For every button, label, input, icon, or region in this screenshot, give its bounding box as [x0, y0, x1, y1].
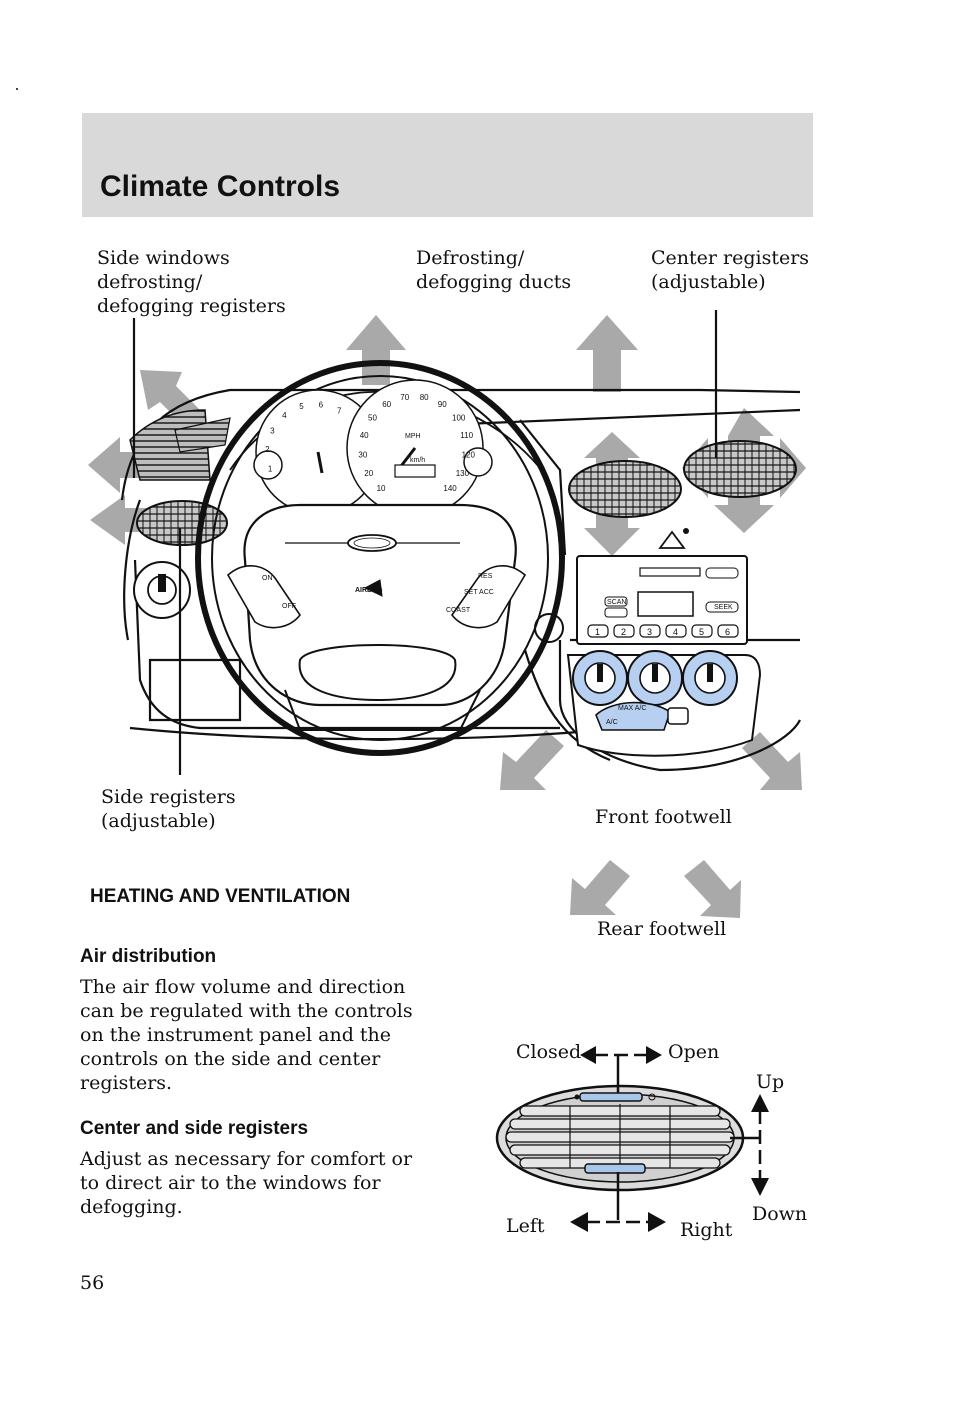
radio-preset-button — [613, 624, 635, 638]
page-number: 56 — [80, 1272, 105, 1294]
cruise-res-label: RES — [478, 573, 493, 580]
hazard-button — [658, 530, 686, 549]
header-band — [82, 113, 813, 217]
speedometer-tick-label: 140 — [443, 484, 457, 493]
register-control-lines — [616, 1056, 760, 1220]
label-right: Right — [680, 1219, 733, 1241]
tachometer-tick-label: 6 — [319, 400, 324, 409]
speedometer-tick-label: 40 — [360, 431, 369, 440]
front-footwell-arrow-left — [500, 730, 564, 790]
registers-heading: Center and side registers — [80, 1118, 309, 1139]
callout-center-registers: Center registers (adjustable) — [651, 247, 815, 293]
callout-defrosting-ducts: Defrosting/ defogging ducts — [416, 247, 571, 293]
tachometer-tick-label: 5 — [299, 402, 304, 411]
max-ac-label: MAX A/C — [618, 705, 646, 712]
radio-preset-label: 6 — [725, 627, 730, 637]
radio-preset-label: 5 — [699, 627, 704, 637]
cruise-coast-label: COAST — [446, 607, 471, 614]
register-body — [495, 1084, 745, 1192]
speedometer-tick-label: 120 — [462, 450, 476, 459]
tachometer-tick-label: 1 — [268, 464, 273, 473]
callout-front-footwell: Front footwell — [595, 806, 732, 828]
radio-preset-button — [587, 624, 609, 638]
radio-preset-label: 2 — [621, 627, 626, 637]
register-damper-wheel — [579, 1092, 643, 1102]
leader-lines — [132, 310, 718, 775]
speedometer-tick-label: 50 — [368, 413, 377, 422]
rear-footwell-arrow-left — [570, 860, 630, 915]
ac-label: A/C — [606, 719, 618, 726]
tachometer-tick-label: 4 — [282, 411, 287, 420]
label-up: Up — [756, 1071, 784, 1093]
callout-rear-footwell: Rear footwell — [597, 918, 726, 940]
air-distribution-heading: Air distribution — [80, 946, 217, 967]
airbag-label: AIRBAG — [355, 587, 383, 594]
page-title: Climate Controls — [100, 170, 341, 203]
up-down-arrow — [751, 1094, 769, 1196]
front-footwell-arrow-right — [742, 732, 802, 790]
radio-preset-label: 1 — [595, 627, 600, 637]
radio-unit: 1 2 3 4 5 6 — [576, 555, 748, 645]
cruise-set-acc-label: SET ACC — [464, 589, 494, 596]
speedometer-tick-label: 130 — [456, 469, 470, 478]
radio-seek-label: SEEK — [714, 604, 733, 611]
climate-control-panel — [566, 650, 762, 757]
kmh-label: km/h — [410, 457, 425, 464]
cruise-off-label: OFF — [282, 603, 296, 610]
section-heading: HEATING AND VENTILATION — [90, 886, 351, 907]
label-open: Open — [668, 1041, 719, 1063]
cruise-on-label: ON — [262, 575, 273, 582]
center-register-right — [683, 440, 797, 498]
radio-preset-button — [665, 624, 687, 638]
speedometer-tick-label: 60 — [382, 400, 391, 409]
defrost-arrow-left — [346, 315, 406, 385]
max-ac-button — [595, 701, 671, 731]
tachometer-tick-label: 2 — [265, 445, 270, 454]
open-close-arrow — [580, 1046, 662, 1064]
speedometer-tick-label: 110 — [460, 431, 473, 440]
side-register-arrow-left — [90, 495, 150, 545]
speedometer-tick-label: 10 — [377, 484, 386, 493]
label-left: Left — [506, 1215, 545, 1237]
radio-preset-button — [717, 624, 739, 638]
registers-body: Adjust as necessary for comfort or to di… — [80, 1148, 413, 1218]
center-register-left — [568, 460, 682, 518]
radio-preset-label: 4 — [673, 627, 678, 637]
label-down: Down — [752, 1203, 807, 1225]
mph-label: MPH — [405, 433, 421, 440]
rear-defrost-button — [667, 707, 689, 725]
speedometer-tick-label: 30 — [358, 450, 367, 459]
steering-wheel — [195, 360, 565, 756]
defrost-duct-strip — [174, 417, 231, 453]
rear-footwell-arrow-right — [684, 860, 741, 918]
register-direction-tab — [584, 1163, 646, 1174]
radio-preset-label: 3 — [647, 627, 652, 637]
speedometer-tick-label: 90 — [438, 400, 447, 409]
left-right-arrow — [570, 1212, 666, 1232]
speedometer-tick-label: 80 — [420, 393, 429, 402]
air-distribution-body: The air flow volume and direction can be… — [80, 976, 413, 1094]
speedometer-tick-label: 100 — [452, 413, 466, 422]
callout-side-registers: Side registers (adjustable) — [101, 786, 242, 832]
tachometer-tick-label: 7 — [337, 406, 342, 415]
radio-scan-label: SCAN — [607, 599, 626, 606]
radio-preset-button — [691, 624, 713, 638]
speedometer-tick-label: 20 — [364, 469, 373, 478]
label-closed: Closed — [516, 1041, 581, 1063]
side-window-arrow-left — [88, 437, 148, 493]
margin-mark — [16, 88, 18, 90]
callout-side-windows: Side windows defrosting/ defogging regis… — [97, 247, 286, 317]
defrost-arrow-right — [576, 315, 638, 392]
ford-logo — [347, 534, 397, 552]
radio-preset-button — [639, 624, 661, 638]
tachometer-tick-label: 3 — [270, 427, 275, 436]
speedometer-tick-label: 70 — [400, 393, 409, 402]
